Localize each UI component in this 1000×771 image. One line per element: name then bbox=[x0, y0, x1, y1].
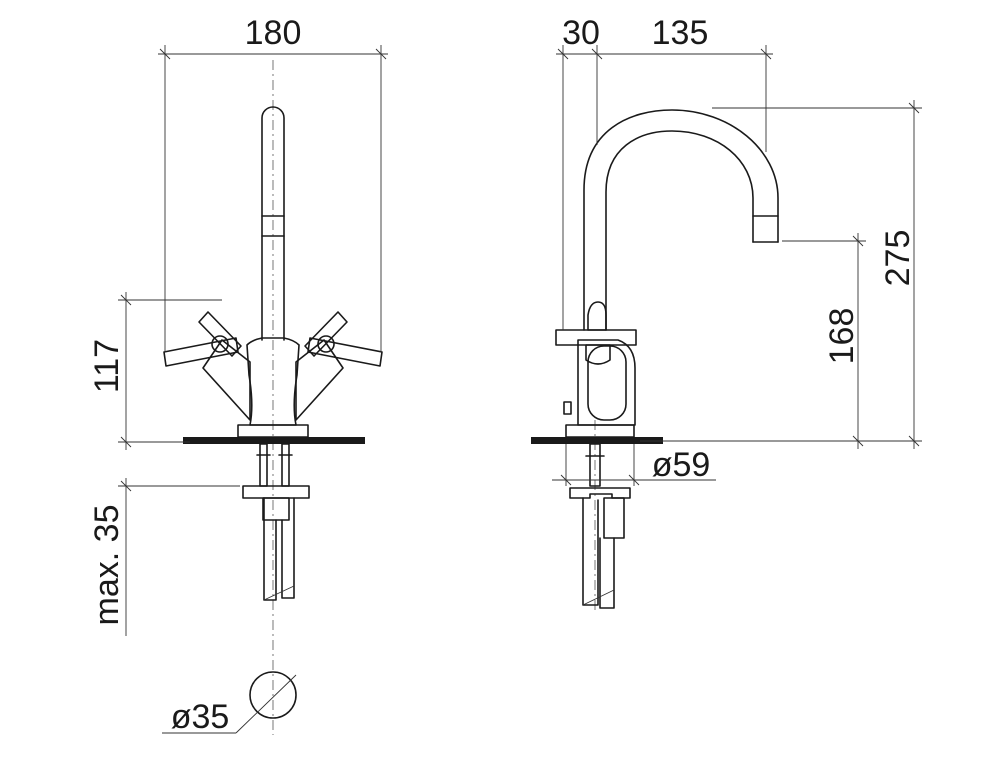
front-left-handle-arm bbox=[163, 337, 239, 367]
dim-tick bbox=[760, 48, 772, 60]
side-supply-hose bbox=[582, 497, 599, 606]
dim-tick bbox=[908, 435, 920, 447]
front-left-handle-arm bbox=[198, 311, 242, 357]
front-connector bbox=[281, 443, 290, 487]
side-handle-body bbox=[587, 345, 627, 421]
side-handle-arm bbox=[555, 329, 637, 346]
dim-tick bbox=[560, 474, 572, 486]
dim-tick bbox=[628, 474, 640, 486]
front-connector bbox=[259, 443, 268, 487]
front-right-handle-hub bbox=[317, 335, 335, 353]
side-hose-break bbox=[582, 589, 615, 606]
front-supply-hose bbox=[263, 497, 277, 601]
dim-tick bbox=[120, 294, 132, 306]
side-mounting-nut bbox=[603, 497, 625, 539]
dim-tick bbox=[852, 235, 864, 247]
front-supply-hose bbox=[281, 497, 295, 599]
front-mounting-nut bbox=[262, 497, 290, 521]
side-flange bbox=[565, 424, 635, 438]
dim-tick bbox=[591, 48, 603, 60]
front-mounting-hole bbox=[249, 671, 297, 719]
front-left-handle-hub bbox=[211, 335, 229, 353]
dim-label-275: 275 bbox=[879, 230, 917, 287]
side-view: 30 135 168 275 ø59 bbox=[531, 14, 922, 610]
front-mounting-washer bbox=[242, 485, 310, 499]
front-view: 180 117 max. 35 ø35 bbox=[88, 14, 388, 736]
dim-label-135: 135 bbox=[652, 14, 709, 52]
dim-tick bbox=[852, 435, 864, 447]
side-spout-inner bbox=[605, 130, 754, 331]
side-handle-stem bbox=[587, 301, 607, 331]
dim-label-hole-diameter: ø35 bbox=[171, 698, 230, 736]
dim-label-30: 30 bbox=[562, 14, 600, 52]
front-left-valve bbox=[202, 339, 251, 421]
front-spout bbox=[261, 106, 285, 341]
dim-tick bbox=[120, 480, 132, 492]
hole-leader bbox=[235, 674, 297, 734]
dim-tick bbox=[159, 48, 171, 60]
dim-tick bbox=[120, 436, 132, 448]
side-spout-outer bbox=[583, 109, 779, 331]
side-supply-hose bbox=[599, 537, 615, 609]
front-right-handle-arm bbox=[307, 337, 383, 367]
side-mounting-bracket bbox=[569, 487, 631, 499]
dim-label-180: 180 bbox=[245, 14, 302, 52]
dim-tick bbox=[375, 48, 387, 60]
dim-label-117: 117 bbox=[88, 339, 126, 393]
side-popup-rod bbox=[563, 401, 572, 415]
dim-label-168: 168 bbox=[823, 308, 861, 365]
front-right-handle-arm bbox=[304, 311, 348, 357]
dim-tick bbox=[557, 48, 569, 60]
front-right-valve bbox=[295, 339, 344, 421]
side-connector bbox=[589, 443, 601, 487]
dim-tick bbox=[908, 102, 920, 114]
side-countertop-plate bbox=[531, 437, 663, 444]
front-hose-break bbox=[263, 585, 295, 601]
side-body bbox=[577, 339, 636, 426]
side-handle-knob bbox=[585, 344, 611, 365]
dim-label-flange-diameter: ø59 bbox=[652, 446, 711, 484]
front-body bbox=[246, 337, 300, 426]
front-countertop-plate bbox=[183, 437, 365, 444]
dim-label-max35: max. 35 bbox=[88, 505, 126, 626]
